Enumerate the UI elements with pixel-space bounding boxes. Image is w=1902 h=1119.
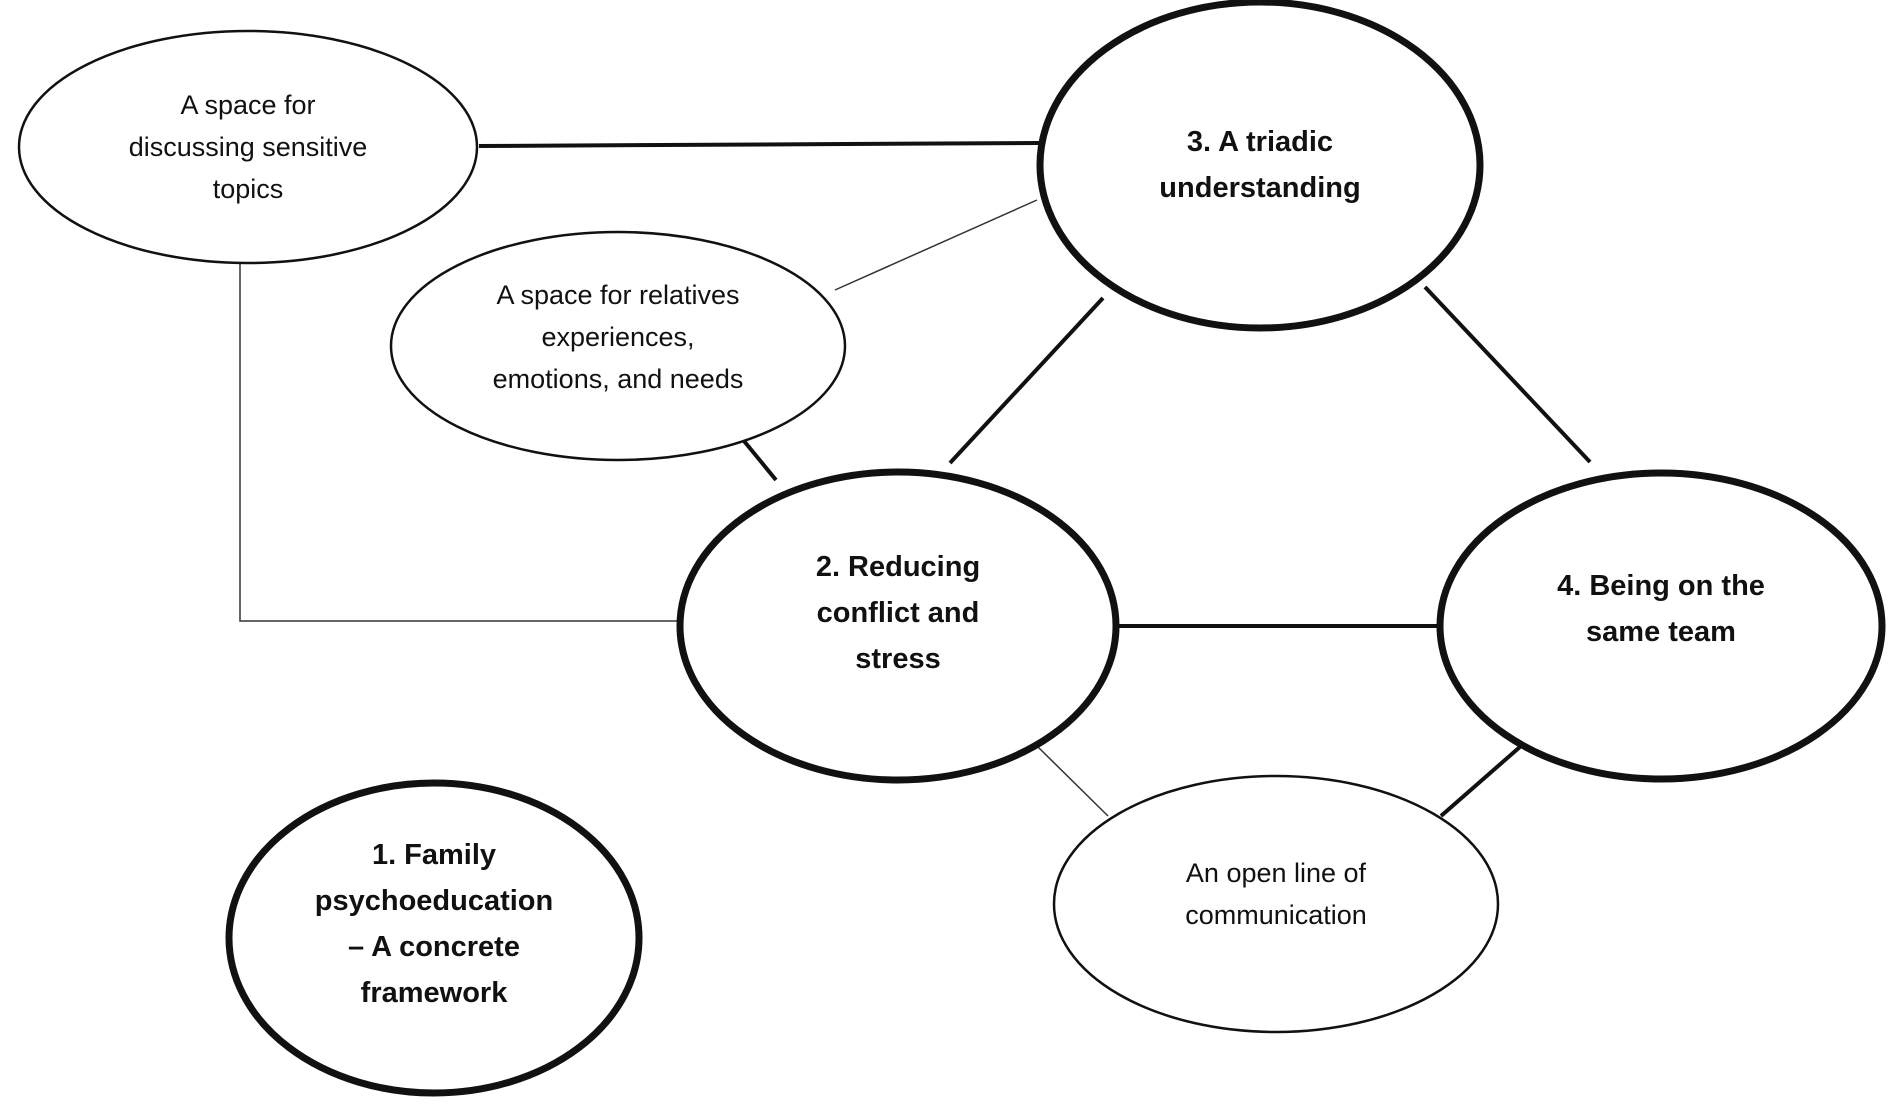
label-open-communication: An open line of communication bbox=[1185, 858, 1367, 930]
connector-triadic-to-team bbox=[1423, 285, 1592, 464]
label-family-psychoeducation: 1. Family psychoeducation – A concrete f… bbox=[314, 839, 554, 1009]
node-relatives-space bbox=[389, 230, 847, 462]
label-same-team: 4. Being on the same team bbox=[1557, 570, 1765, 648]
connector-relatives-to-triadic bbox=[834, 199, 1038, 291]
node-family-psychoeducation bbox=[225, 779, 643, 1097]
connector-team-to-communication bbox=[1439, 744, 1523, 818]
connector-sensitive-to-reducing bbox=[239, 263, 680, 622]
connector-sensitive-to-triadic bbox=[478, 141, 1040, 148]
node-triadic-understanding bbox=[1036, 0, 1484, 332]
connector-relatives-to-reducing bbox=[742, 439, 778, 482]
node-open-communication bbox=[1052, 774, 1500, 1034]
node-same-team bbox=[1436, 469, 1886, 783]
label-triadic-understanding: 3. A triadic understanding bbox=[1159, 126, 1361, 204]
connector-reducing-to-triadic bbox=[948, 296, 1105, 465]
label-sensitive-topics: A space for discussing sensitive topics bbox=[128, 90, 368, 204]
node-reducing-conflict bbox=[676, 468, 1120, 784]
label-relatives-space: A space for relatives experiences, emoti… bbox=[492, 280, 744, 394]
connector-reducing-to-communication bbox=[1036, 745, 1109, 817]
node-sensitive-topics bbox=[17, 29, 479, 265]
label-reducing-conflict: 2. Reducing conflict and stress bbox=[815, 551, 981, 675]
